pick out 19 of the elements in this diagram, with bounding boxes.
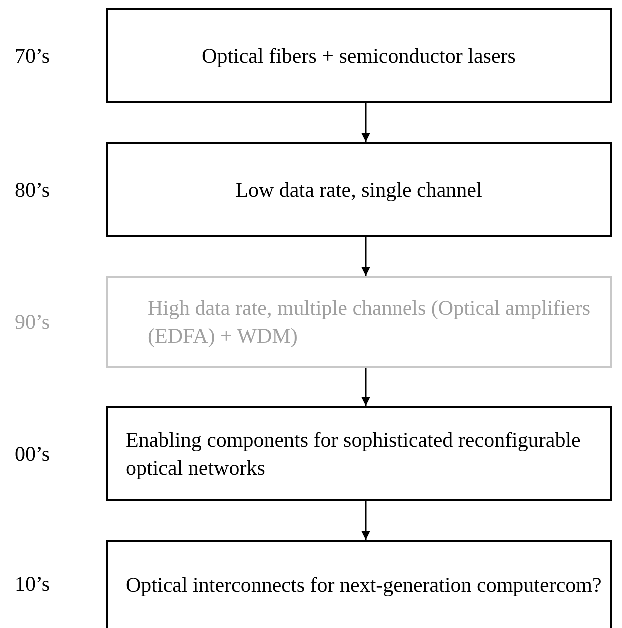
arrow [362,237,370,276]
box-text: Optical interconnects for next-generation computercom? [126,572,602,599]
box-text: Enabling components for sophisticated reconfigurable optical networks [126,426,582,482]
box-text: High data rate, multiple channels (Optical amplifiers (EDFA) + WDM) [148,295,592,350]
process-box [106,406,612,501]
decade-label: 80’s [15,176,50,204]
decade-label: 00’s [15,440,50,468]
box-text: Low data rate, single channel [236,176,482,204]
decade-label: 10’s [15,571,50,598]
process-box [106,276,612,368]
box-text: Optical fibers + semiconductor lasers [202,42,516,70]
decade-label: 70’s [15,42,50,70]
decade-label: 90’s [15,309,50,336]
arrow [362,368,370,406]
arrow [362,501,370,540]
arrow [362,103,370,142]
process-box [106,8,612,103]
process-box [106,142,612,237]
process-box [106,540,612,628]
